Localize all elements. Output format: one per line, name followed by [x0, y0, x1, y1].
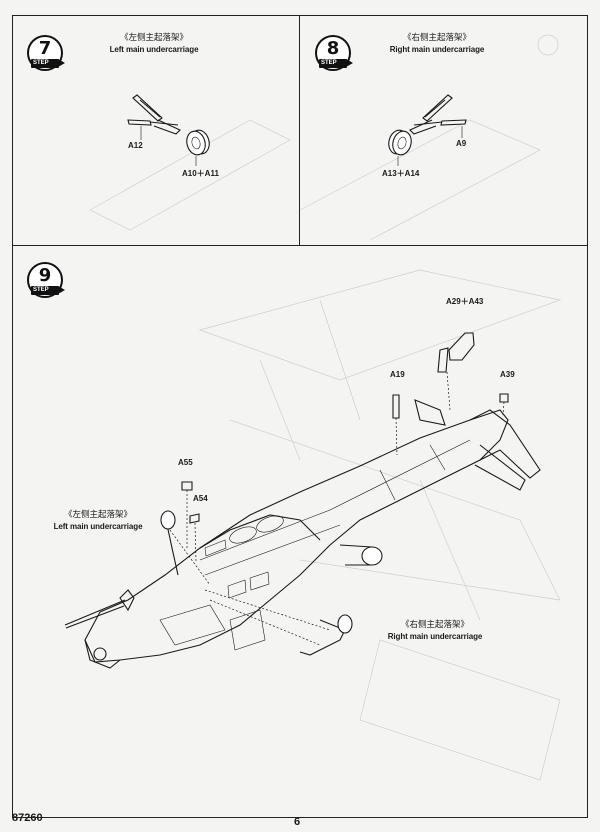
arrow-right-icon — [58, 286, 65, 294]
step-number: 9 — [38, 265, 52, 286]
step-tag: STEP — [31, 286, 59, 295]
part-label-a39: A39 — [500, 370, 515, 379]
caption-cn: 《左侧主起落架》 — [119, 33, 188, 43]
part-label-a29-a43: A29＋A43 — [446, 297, 484, 306]
step-8-undercarriage-drawing — [388, 94, 467, 166]
step-number: 7 — [38, 38, 52, 59]
part-label-a55: A55 — [178, 458, 193, 467]
page-number: 6 — [294, 816, 301, 828]
left-undercarriage-callout: 《左侧主起落架》 Left main undercarriage — [38, 510, 158, 532]
caption-cn: 《右侧主起落架》 — [402, 33, 471, 43]
step-7-badge: 7 STEP — [27, 35, 65, 71]
product-code: 87260 — [12, 812, 43, 824]
caption-en: Left main undercarriage — [109, 45, 199, 54]
helicopter-fuselage-drawing — [64, 332, 541, 669]
step-9-badge: 9 STEP — [27, 262, 65, 298]
step-7-undercarriage-drawing — [127, 94, 210, 166]
step-8-caption: 《右侧主起落架》 Right main undercarriage — [372, 33, 502, 55]
caption-cn: 《右侧主起落架》 — [400, 620, 469, 630]
arrow-right-icon — [346, 59, 353, 67]
caption-en: Right main undercarriage — [389, 45, 485, 54]
part-label-a9: A9 — [456, 139, 467, 148]
step-tag: STEP — [31, 59, 59, 68]
step-8-badge: 8 STEP — [315, 35, 353, 71]
background-ghost-lines — [89, 34, 562, 781]
part-label-a54: A54 — [193, 494, 208, 503]
caption-en: Right main undercarriage — [387, 632, 483, 641]
step-7-caption: 《左侧主起落架》 Left main undercarriage — [94, 33, 214, 55]
arrow-right-icon — [58, 59, 65, 67]
part-label-a12: A12 — [128, 141, 143, 150]
part-label-a13-a14: A13＋A14 — [382, 169, 420, 178]
caption-cn: 《左侧主起落架》 — [63, 510, 132, 520]
caption-en: Left main undercarriage — [53, 522, 143, 531]
part-label-a19: A19 — [390, 370, 405, 379]
step-9-panel — [12, 245, 588, 818]
right-undercarriage-callout: 《右侧主起落架》 Right main undercarriage — [370, 620, 500, 642]
part-label-a10-a11: A10＋A11 — [182, 169, 219, 178]
step-tag: STEP — [319, 59, 347, 68]
step-number: 8 — [326, 38, 340, 59]
